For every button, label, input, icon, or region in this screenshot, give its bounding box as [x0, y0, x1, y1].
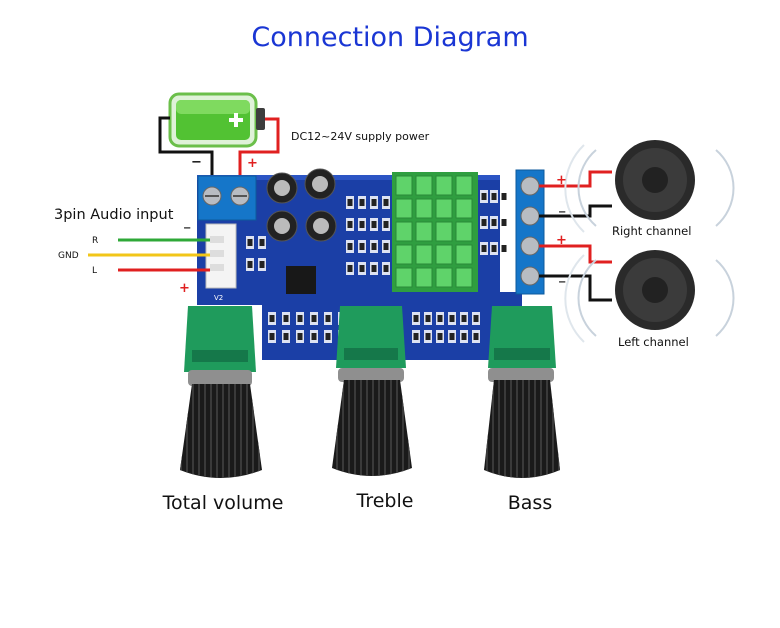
left-speaker-icon: [564, 250, 735, 343]
audio-input-connector: [205, 223, 237, 289]
speaker-wires: [539, 170, 612, 302]
right-minus-marker: −: [558, 207, 567, 218]
left-minus-marker: −: [558, 277, 567, 288]
bass-label: Bass: [507, 492, 553, 514]
pin-gnd-label: GND: [58, 251, 79, 261]
volume-knob-icon: [180, 306, 262, 478]
audio-minus-marker: −: [183, 223, 192, 234]
pin-l-label: L: [92, 266, 98, 276]
total-volume-label: Total volume: [162, 492, 284, 514]
capacitors: [266, 168, 337, 242]
power-terminal: [197, 175, 257, 221]
power-wires: [158, 116, 280, 178]
audio-input-wires: [88, 238, 210, 272]
diagram-title: Connection Diagram: [251, 22, 529, 53]
pin-r-label: R: [92, 236, 99, 246]
bass-knob-icon: [484, 306, 560, 478]
treble-knob-icon: [332, 306, 412, 476]
board-marking: V2: [214, 294, 223, 302]
speaker-terminal: [515, 169, 545, 295]
amplifier-chip: [286, 266, 316, 294]
right-plus-marker: +: [556, 173, 567, 188]
power-minus-marker: −: [191, 155, 202, 170]
left-channel-label: Left channel: [618, 335, 689, 349]
battery-icon: [168, 92, 265, 148]
right-channel-label: Right channel: [612, 224, 692, 238]
heatsink: [392, 172, 478, 292]
audio-input-label: 3pin Audio input: [54, 207, 174, 223]
power-supply-label: DC12~24V supply power: [291, 130, 430, 143]
right-speaker-icon: [564, 140, 735, 233]
audio-plus-marker: +: [179, 281, 190, 296]
treble-label: Treble: [356, 490, 414, 512]
left-plus-marker: +: [556, 233, 567, 248]
smd-components: [246, 190, 508, 343]
power-plus-marker: +: [247, 156, 258, 171]
